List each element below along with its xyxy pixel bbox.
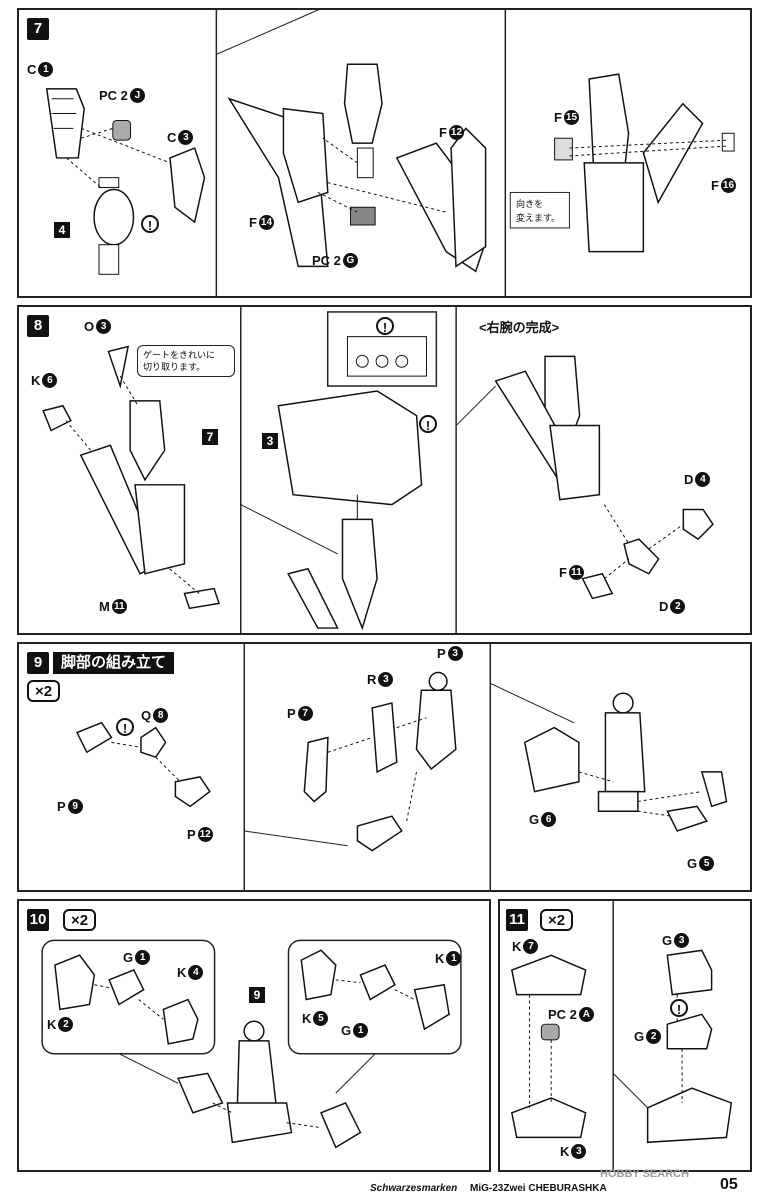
footer-page-number: 05 xyxy=(720,1176,738,1193)
ref-part-3: 3 xyxy=(262,433,278,449)
caution-icon: ! xyxy=(670,999,688,1017)
step-9-multiplier: ×2 xyxy=(27,680,61,702)
step-10-number: 10 xyxy=(27,909,49,931)
step-7-illustration xyxy=(45,9,735,296)
caution-icon: ! xyxy=(419,415,437,433)
step-7-number: 7 xyxy=(27,18,49,40)
step-9-number: 9 xyxy=(27,652,49,674)
ref-step-9: 9 xyxy=(249,987,265,1003)
footer-model: MiG-23Zwei CHEBURASHKA xyxy=(470,1183,607,1194)
caution-icon: ! xyxy=(141,215,159,233)
step-10-illustration xyxy=(41,939,462,1149)
step-11-illustration xyxy=(510,901,733,1170)
caution-icon: ! xyxy=(116,718,134,736)
step-10-multiplier: ×2 xyxy=(63,909,97,931)
direction-note: 向きを 変えます。 xyxy=(516,199,561,223)
step-9-illustration xyxy=(75,644,728,890)
footer-watermark: HOBBY SEARCH xyxy=(600,1168,690,1180)
caution-icon: ! xyxy=(376,317,394,335)
footer-brand: Schwarzesmarken xyxy=(370,1183,458,1194)
complete-title: <右腕の完成> xyxy=(479,320,560,335)
step-7-panel: 7 xyxy=(17,8,752,298)
step-8-number: 8 xyxy=(27,315,49,337)
ref-step-7: 7 xyxy=(202,429,218,445)
step-8-illustration xyxy=(42,307,714,633)
part-ref-4: 4 xyxy=(54,222,70,238)
step-11-number: 11 xyxy=(506,909,528,931)
step-11-multiplier: ×2 xyxy=(540,909,574,931)
gate-note-bubble: ゲートをきれいに 切り取ります。 xyxy=(137,345,235,377)
step-9-heading: 脚部の組み立て xyxy=(53,652,175,674)
